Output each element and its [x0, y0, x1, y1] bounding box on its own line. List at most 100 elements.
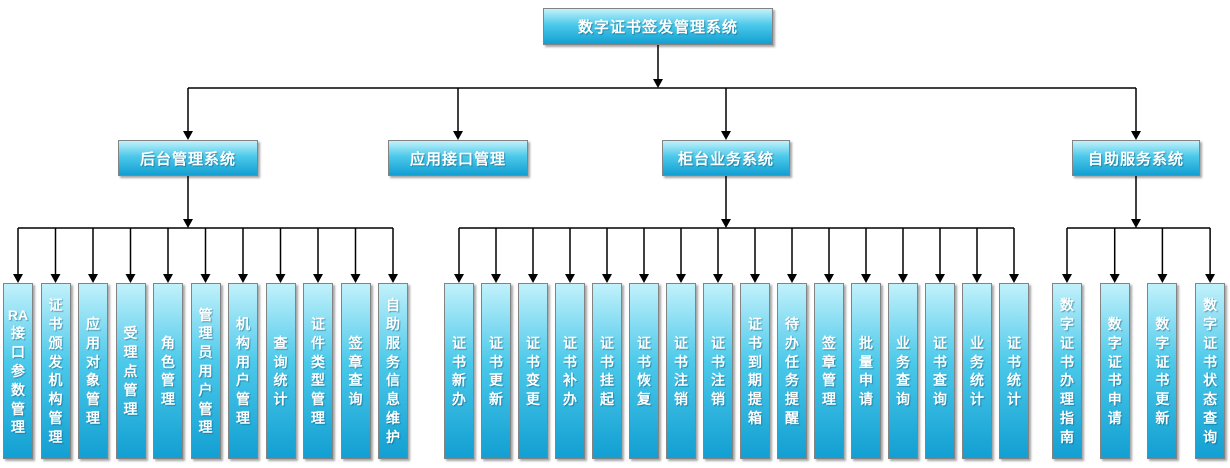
leaf-node: 批量申请	[851, 283, 881, 459]
leaf-node: 证书到期提箱	[740, 283, 770, 459]
label-char: 务	[970, 353, 984, 370]
label-char: 对	[86, 353, 100, 370]
leaf-node: 待办任务提醒	[777, 283, 807, 459]
label-char: 管	[86, 391, 100, 408]
label-char: 书	[933, 353, 947, 370]
label-char: 书	[563, 353, 577, 370]
label-char: 管	[123, 381, 138, 398]
label-char: 件	[311, 334, 325, 351]
label-char: 助	[386, 316, 400, 333]
label-char: 证	[600, 334, 614, 351]
leaf-node: 自助服务信息维护	[378, 283, 408, 459]
leaf-node: 角色管理	[153, 283, 183, 459]
label-char: 机	[48, 372, 63, 389]
label-char: 理	[123, 400, 138, 417]
leaf-node: 受理点管理	[115, 283, 146, 459]
label-char: 态	[1203, 391, 1218, 408]
leaf-node: 业务查询	[888, 283, 918, 459]
label-char: 证	[563, 334, 577, 351]
label-char: 证	[1203, 334, 1218, 351]
label-char: 型	[311, 372, 325, 389]
label-char: 证	[1007, 334, 1021, 351]
label-char: 复	[637, 391, 651, 408]
label-char: 新	[489, 391, 503, 408]
label-char: 查	[273, 334, 288, 351]
branch-node: 柜台业务系统	[662, 140, 790, 176]
label-char: 签	[348, 334, 363, 351]
label-char: 理	[123, 344, 138, 361]
label-char: 类	[311, 353, 325, 370]
leaf-node: 数字证书申请	[1099, 283, 1130, 459]
label-char: 证	[1060, 334, 1074, 351]
label-char: 应	[86, 316, 100, 333]
label-char: 理	[822, 391, 836, 408]
label-char: 询	[348, 391, 363, 408]
label-char: 箱	[748, 409, 762, 426]
leaf-node: 数字证书状态查询	[1195, 283, 1226, 459]
label-char: 询	[1203, 428, 1218, 445]
label-char: 提	[748, 391, 762, 408]
label-char: 查	[933, 372, 947, 389]
label-char: 书	[1060, 353, 1074, 370]
label-char: 理	[1060, 391, 1074, 408]
label-char: 证	[748, 316, 762, 333]
label-char: 用	[86, 334, 100, 351]
label-char: 象	[86, 372, 100, 389]
label-char: 提	[785, 391, 799, 408]
label-char: 任	[785, 353, 799, 370]
label-char: 证	[1155, 353, 1170, 370]
label-char: 新	[1155, 409, 1170, 426]
label-char: 受	[123, 325, 138, 342]
label-char: 构	[236, 334, 250, 351]
label-char: 更	[526, 391, 540, 408]
label-char: 理	[48, 428, 63, 445]
label-char: 户	[198, 381, 213, 398]
label-char: 理	[86, 409, 100, 426]
label-char: 数	[1107, 316, 1122, 333]
label-char: 书	[748, 334, 762, 351]
label-char: RA	[7, 306, 29, 323]
label-char: 变	[526, 372, 540, 389]
label-char: 到	[748, 353, 762, 370]
label-char: 理	[198, 325, 213, 342]
label-char: 签	[822, 334, 836, 351]
label-char: 字	[1203, 316, 1218, 333]
label-char: 理	[236, 409, 250, 426]
label-char: 办	[563, 391, 577, 408]
label-char: 业	[970, 334, 984, 351]
label-char: 查	[1203, 409, 1218, 426]
leaf-node: 证书注销	[703, 283, 733, 459]
leaf-node: 证书注销	[666, 283, 696, 459]
label-char: 待	[785, 316, 799, 333]
label-char: 申	[859, 372, 873, 389]
label-char: 管	[11, 400, 25, 417]
label-char: 计	[970, 391, 984, 408]
leaf-node: 证书挂起	[592, 283, 622, 459]
leaf-node: 应用对象管理	[78, 283, 108, 459]
label-char: 信	[386, 372, 400, 389]
label-char: 证	[526, 334, 540, 351]
label-char: 管	[311, 391, 325, 408]
label-char: 机	[236, 316, 250, 333]
root-node: 数字证书签发管理系统	[543, 8, 773, 45]
leaf-node: 证书变更	[518, 283, 548, 459]
label-char: 护	[386, 428, 400, 445]
label-char: 务	[386, 353, 400, 370]
branch-node: 自助服务系统	[1072, 140, 1200, 176]
label-char: 点	[123, 363, 138, 379]
label-char: 构	[48, 391, 63, 408]
label-char: 书	[1007, 353, 1021, 370]
label-char: 书	[1107, 372, 1122, 389]
label-char: 管	[198, 306, 213, 323]
label-char: 管	[48, 409, 63, 426]
label-char: 统	[1007, 372, 1021, 389]
label-char: 恢	[637, 372, 651, 389]
label-char: 注	[711, 372, 725, 389]
label-char: 理	[11, 419, 25, 436]
leaf-node: 查询统计	[265, 283, 296, 459]
label-char: 管	[198, 400, 213, 417]
label-char: 理	[311, 409, 325, 426]
label-char: 期	[748, 372, 762, 389]
label-char: 南	[1060, 428, 1074, 445]
